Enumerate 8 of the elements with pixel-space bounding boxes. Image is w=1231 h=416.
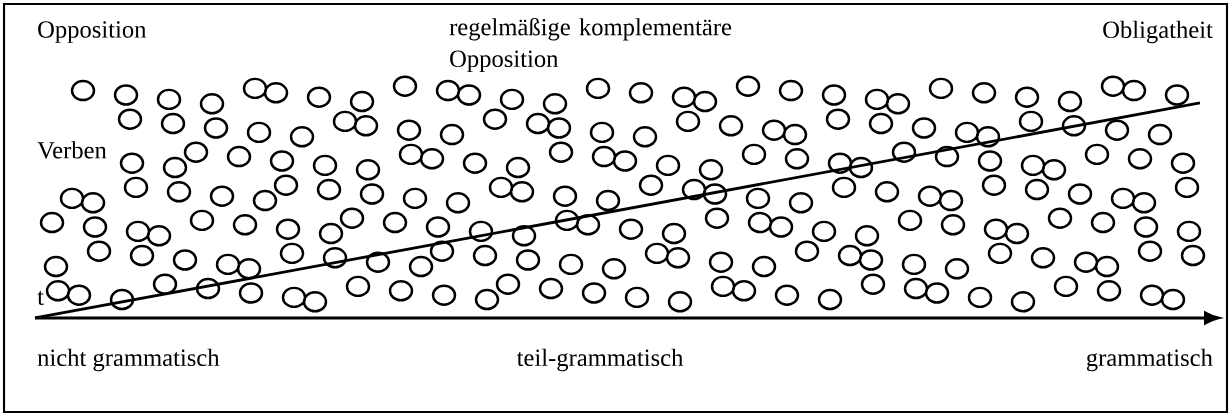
label-text: grammatisch bbox=[1086, 348, 1213, 372]
label-text: Verben bbox=[37, 141, 107, 159]
label-text: Opposition bbox=[38, 21, 147, 43]
label-text: teil-grammatisch bbox=[516, 348, 684, 372]
label-text: t bbox=[37, 290, 44, 306]
label-text: nicht grammatisch bbox=[37, 348, 220, 372]
label-text: Obligatheit bbox=[1103, 20, 1213, 44]
label-text: regelmäßige komplementäre Opposition bbox=[449, 17, 732, 73]
